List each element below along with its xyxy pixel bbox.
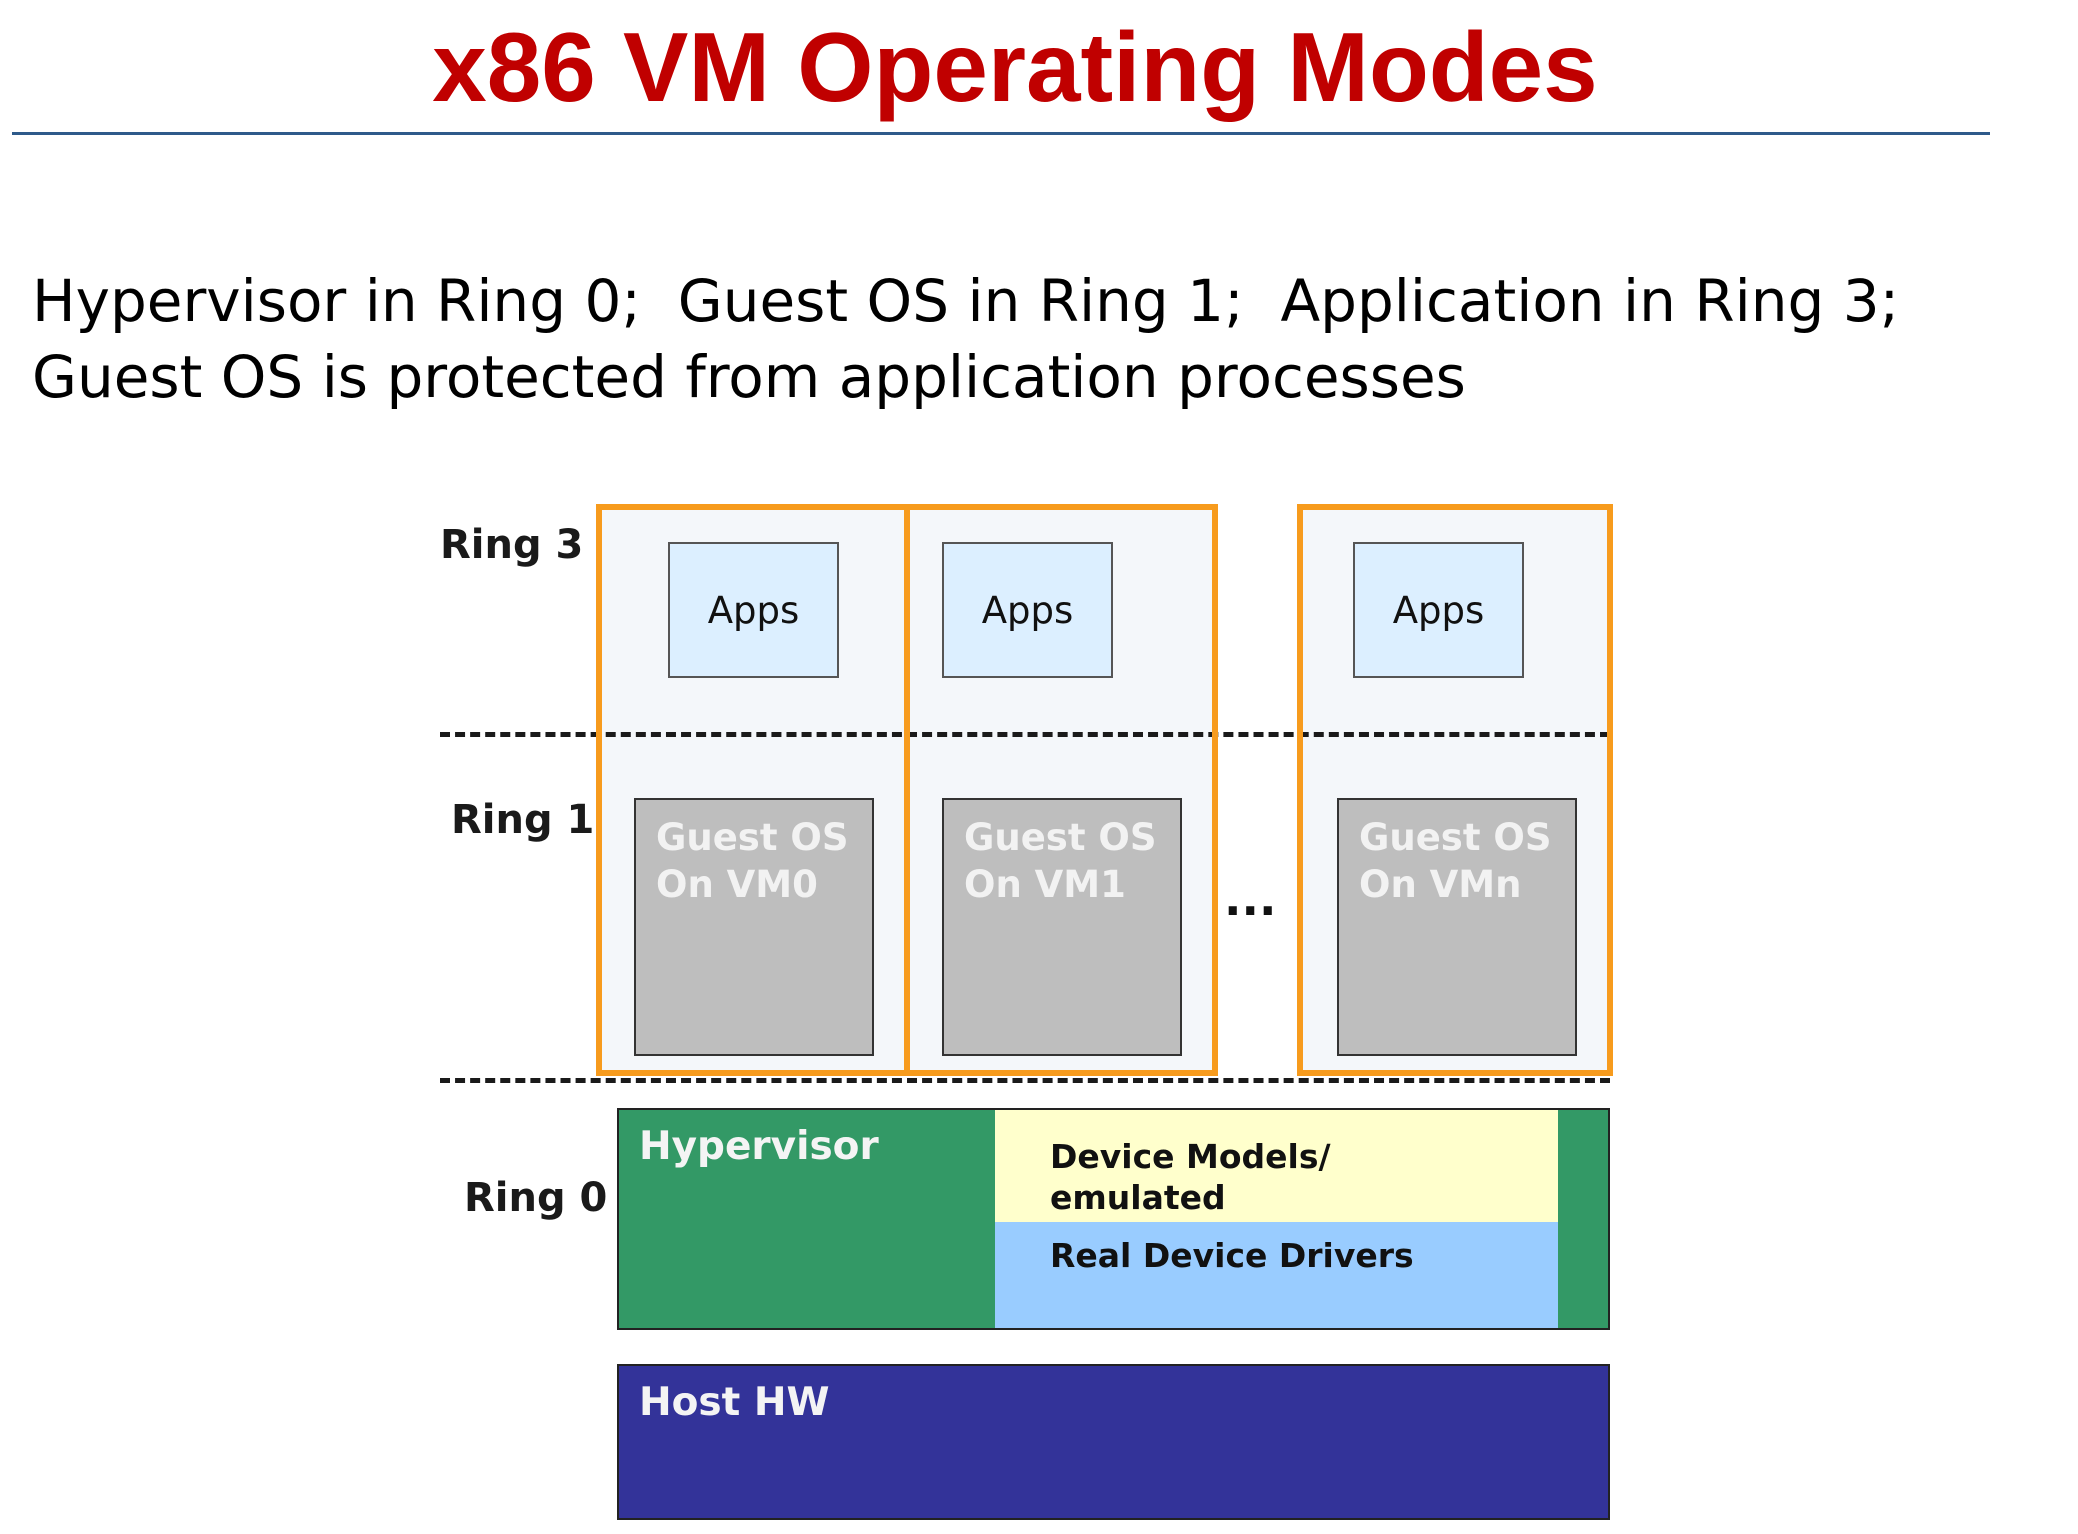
ring-3-label: Ring 3 — [440, 522, 584, 568]
device-models-line2: emulated — [1050, 1178, 1226, 1217]
ring-separator-lower — [440, 1078, 1610, 1083]
ring-0-label: Ring 0 — [464, 1175, 608, 1221]
apps-box-vm1: Apps — [942, 542, 1113, 678]
body-line-2: Guest OS is protected from application p… — [32, 343, 1466, 411]
apps-box-vm0: Apps — [668, 542, 839, 678]
apps-label: Apps — [981, 588, 1074, 632]
guest-os-line1: Guest OS — [1359, 816, 1552, 859]
host-hw-label: Host HW — [639, 1380, 830, 1425]
apps-box-vmn: Apps — [1353, 542, 1524, 678]
apps-label: Apps — [1392, 588, 1485, 632]
guest-os-vm0: Guest OS On VM0 — [634, 798, 874, 1056]
guest-os-line2: On VMn — [1359, 863, 1522, 906]
guest-os-vmn: Guest OS On VMn — [1337, 798, 1577, 1056]
more-vms-ellipsis: ... — [1224, 872, 1277, 926]
body-line-1: Hypervisor in Ring 0; Guest OS in Ring 1… — [32, 267, 1900, 335]
device-models-line1: Device Models/ — [1050, 1137, 1331, 1176]
vmn-frame — [1297, 504, 1613, 1076]
hypervisor-block: Hypervisor Device Models/ emulated Real … — [617, 1108, 1610, 1330]
ring-1-label: Ring 1 — [451, 797, 595, 843]
guest-os-vm1: Guest OS On VM1 — [942, 798, 1182, 1056]
guest-os-line2: On VM1 — [964, 863, 1126, 906]
vm0-frame — [596, 504, 910, 1076]
hypervisor-label: Hypervisor — [639, 1124, 879, 1169]
guest-os-line2: On VM0 — [656, 863, 818, 906]
title-divider — [12, 132, 1990, 135]
ring-separator-upper — [440, 732, 1610, 737]
real-device-drivers-block: Real Device Drivers — [995, 1222, 1558, 1328]
vm1-frame — [904, 504, 1218, 1076]
device-models-block: Device Models/ emulated — [995, 1110, 1558, 1222]
apps-label: Apps — [707, 588, 800, 632]
host-hw-block: Host HW — [617, 1364, 1610, 1520]
guest-os-line1: Guest OS — [964, 816, 1157, 859]
guest-os-line1: Guest OS — [656, 816, 849, 859]
slide-title: x86 VM Operating Modes — [432, 12, 1598, 122]
